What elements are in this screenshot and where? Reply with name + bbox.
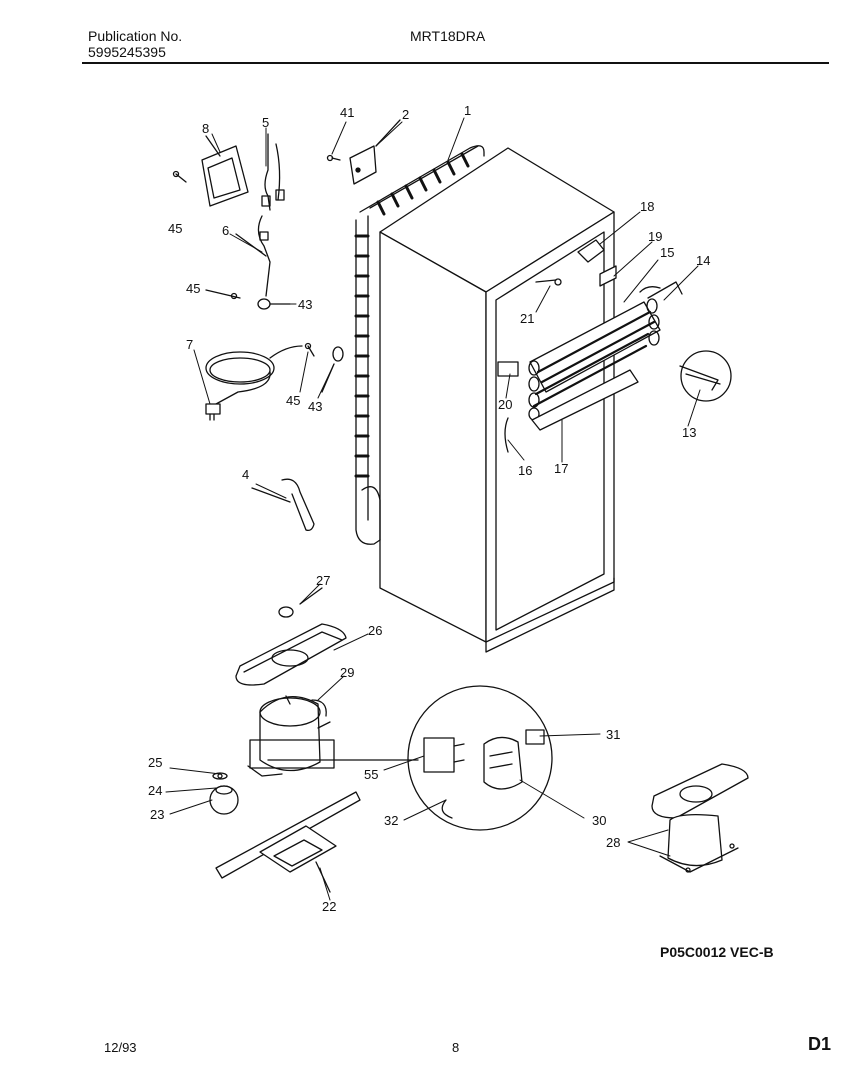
callout-15: 15 bbox=[660, 245, 675, 260]
footer-page-number: 8 bbox=[452, 1040, 460, 1055]
callout-22: 22 bbox=[322, 899, 337, 914]
base-22 bbox=[215, 791, 361, 893]
leader-lines bbox=[165, 117, 701, 901]
publication-number: 5995245395 bbox=[88, 44, 166, 60]
callout-26: 26 bbox=[368, 623, 383, 638]
part-41-2 bbox=[326, 119, 401, 185]
callout-32: 32 bbox=[384, 813, 399, 828]
cabinet bbox=[379, 147, 615, 653]
part-4-drain bbox=[251, 478, 315, 532]
footer-section: D1 bbox=[808, 1034, 832, 1054]
mount-23-25 bbox=[209, 772, 239, 815]
callout-13: 13 bbox=[682, 425, 697, 440]
callout-20: 20 bbox=[498, 397, 513, 412]
callout-55: 55 bbox=[364, 767, 379, 782]
part-27-26 bbox=[235, 587, 347, 686]
callout-28: 28 bbox=[606, 835, 621, 850]
callout-21: 21 bbox=[520, 311, 535, 326]
header-rule bbox=[82, 62, 829, 64]
part-5-6 bbox=[235, 133, 285, 297]
callout-30: 30 bbox=[592, 813, 607, 828]
compressor-29 bbox=[247, 695, 335, 777]
small-parts-right bbox=[497, 239, 617, 453]
callout-45-c: 45 bbox=[286, 393, 301, 408]
part-13-detail bbox=[679, 350, 732, 402]
callout-43-b: 43 bbox=[308, 399, 323, 414]
callout-24: 24 bbox=[148, 783, 163, 798]
figure-code: P05C0012 VEC-B bbox=[660, 944, 774, 960]
callout-6: 6 bbox=[222, 223, 230, 238]
callout-25: 25 bbox=[148, 755, 163, 770]
callout-45-a: 45 bbox=[168, 221, 183, 236]
callout-27: 27 bbox=[316, 573, 331, 588]
callout-2: 2 bbox=[402, 107, 410, 122]
condenser-coil bbox=[354, 145, 485, 545]
publication-label: Publication No. bbox=[88, 28, 183, 44]
callout-18: 18 bbox=[640, 199, 655, 214]
callout-7: 7 bbox=[186, 337, 194, 352]
callout-45-b: 45 bbox=[186, 281, 201, 296]
callout-19: 19 bbox=[648, 229, 663, 244]
callout-23: 23 bbox=[150, 807, 165, 822]
callout-17: 17 bbox=[554, 461, 569, 476]
callout-29: 29 bbox=[340, 665, 355, 680]
footer-date: 12/93 bbox=[104, 1040, 137, 1055]
model-number: MRT18DRA bbox=[410, 28, 486, 44]
callout-4: 4 bbox=[242, 467, 250, 482]
callout-41: 41 bbox=[340, 105, 355, 120]
callout-31: 31 bbox=[606, 727, 621, 742]
connectors-43 bbox=[257, 298, 344, 393]
screws-45 bbox=[172, 170, 315, 357]
callout-1: 1 bbox=[464, 103, 472, 118]
relay-detail bbox=[267, 685, 553, 831]
part-8 bbox=[201, 135, 249, 207]
callout-14: 14 bbox=[696, 253, 711, 268]
callout-5: 5 bbox=[262, 115, 270, 130]
callout-8: 8 bbox=[202, 121, 210, 136]
callout-16: 16 bbox=[518, 463, 533, 478]
callout-43-a: 43 bbox=[298, 297, 313, 312]
compressor-28 bbox=[651, 763, 749, 873]
evaporator bbox=[528, 281, 683, 431]
part-7-heater bbox=[205, 345, 303, 421]
